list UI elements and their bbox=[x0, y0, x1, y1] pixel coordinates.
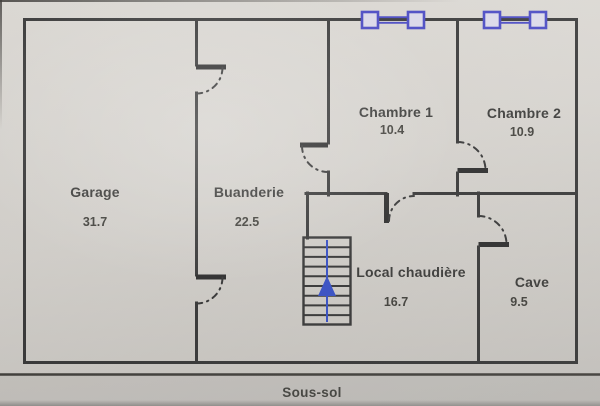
room-label-cave: Cave bbox=[515, 274, 549, 290]
wall-buanderie-chambre1 bbox=[300, 18, 330, 197]
door-arc bbox=[301, 145, 330, 174]
room-area-chambre2: 10.9 bbox=[510, 125, 534, 139]
room-label-buanderie: Buanderie bbox=[214, 184, 284, 200]
outer-walls bbox=[23, 18, 578, 364]
stairs-up-arrow-icon bbox=[318, 240, 336, 322]
room-area-garage: 31.7 bbox=[83, 215, 107, 229]
room-area-chambre1: 10.4 bbox=[380, 123, 404, 137]
wall-garage-buanderie bbox=[195, 18, 226, 364]
door-arc bbox=[477, 215, 508, 245]
photo-edge bbox=[0, 0, 460, 2]
room-label-garage: Garage bbox=[70, 184, 119, 200]
plan-title: Sous-sol bbox=[282, 385, 341, 400]
wall-horizontal-mid bbox=[304, 192, 578, 223]
door-arc bbox=[195, 66, 224, 95]
photo-edge bbox=[0, 0, 2, 130]
room-area-chaudiere: 16.7 bbox=[384, 295, 408, 309]
window-icon bbox=[482, 10, 548, 30]
wall-cave bbox=[477, 191, 509, 364]
room-label-chaudiere: Local chaudière bbox=[356, 264, 466, 280]
room-label-chambre2: Chambre 2 bbox=[487, 105, 561, 121]
staircase bbox=[302, 236, 352, 326]
room-label-chambre1: Chambre 1 bbox=[359, 104, 433, 120]
room-area-cave: 9.5 bbox=[510, 295, 527, 309]
door-arc bbox=[456, 141, 487, 171]
wall-chambre1-chambre2 bbox=[456, 18, 488, 197]
door-arc bbox=[388, 195, 415, 222]
photo-edge bbox=[0, 400, 600, 406]
door-arc bbox=[195, 276, 224, 305]
window-icon bbox=[360, 10, 426, 30]
room-area-buanderie: 22.5 bbox=[235, 215, 259, 229]
